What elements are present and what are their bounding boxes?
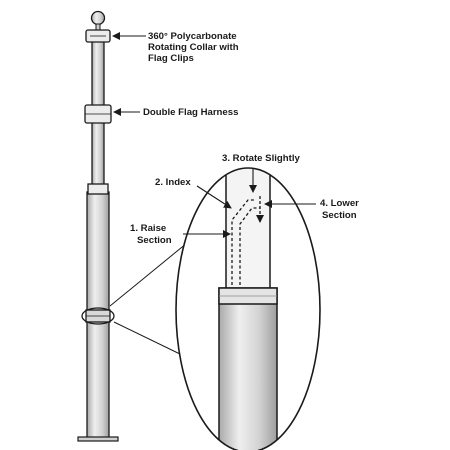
finial-neck [95,23,101,31]
collar-label-line3: Flag Clips [148,53,194,64]
magnified-joint-view [175,167,321,450]
rotate-label: 3. Rotate Slightly [222,153,300,164]
index-leader-arrow [196,185,232,209]
lower-label-line2: Section [322,210,357,221]
flagpole [77,10,119,442]
harness-label: Double Flag Harness [143,107,238,118]
raise-label-line2: Section [137,235,172,246]
raise-label-line1: 1. Raise [130,223,166,234]
joint-highlight-ellipse [81,307,115,325]
dashed-slot-guide-icon [231,199,260,285]
ball-finial-icon [90,10,106,26]
collar-label-line2: Rotating Collar with [148,42,239,53]
index-label: 2. Index [155,177,191,188]
pole-base [77,436,119,442]
magnifier-connector-top [109,242,188,307]
collar-label-line1: 360° Polycarbonate [148,31,237,42]
lower-label-line1: 4. Lower [320,198,359,209]
mag-lower-section [218,287,278,450]
magnifier-connector-bottom [113,321,183,356]
magnifier-ellipse-icon [175,167,321,450]
clip-ring [87,183,109,195]
